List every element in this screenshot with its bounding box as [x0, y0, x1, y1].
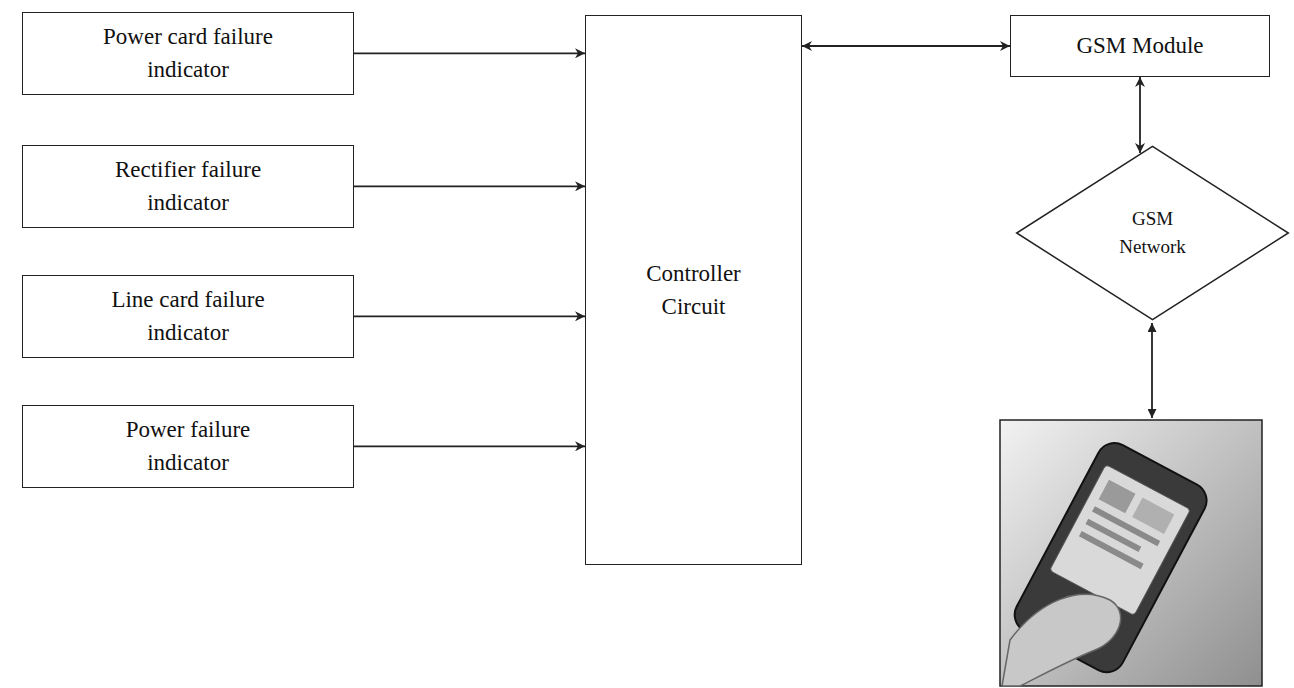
thumb [1002, 594, 1121, 686]
node-label: Line card failure indicator [83, 283, 293, 350]
node-label: Controller Circuit [629, 257, 759, 324]
module-box: GSM Module [1010, 15, 1270, 77]
diamond-outline [1015, 145, 1290, 321]
indicator-box: Power failure indicator [22, 405, 354, 488]
indicator-box: Line card failure indicator [22, 275, 354, 358]
node-label: GSM Network [1098, 205, 1208, 262]
network-diamond: GSM Network [1015, 145, 1290, 321]
connector-arrow [1139, 77, 1141, 153]
connector-arrow [354, 445, 585, 447]
node-label: Power failure indicator [83, 413, 293, 480]
phone-photo-frame [1000, 420, 1262, 686]
indicator-box: Rectifier failure indicator [22, 145, 354, 228]
node-label: Power card failure indicator [83, 20, 293, 87]
connector-arrow [802, 45, 1010, 47]
connector-arrow [354, 315, 585, 317]
node-label: Rectifier failure indicator [83, 153, 293, 220]
connector-arrow [354, 185, 585, 187]
connector-arrow [354, 52, 585, 54]
indicator-box: Power card failure indicator [22, 12, 354, 95]
network-phone-link [1151, 323, 1153, 418]
controller-box: Controller Circuit [585, 15, 802, 565]
node-label: GSM Module [1076, 29, 1203, 62]
